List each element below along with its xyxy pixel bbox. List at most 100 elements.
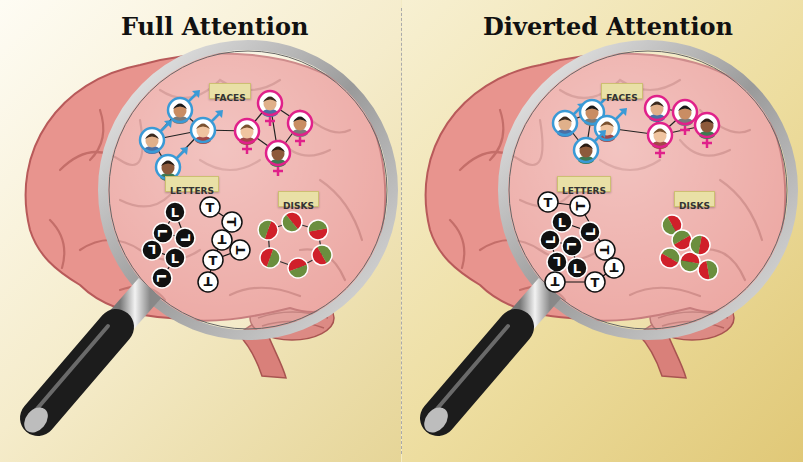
face-icon	[695, 113, 719, 148]
face-hair	[600, 122, 614, 128]
letter-circle-white	[203, 250, 223, 270]
female-symbol	[295, 140, 305, 143]
male-arrowhead	[192, 90, 200, 98]
letter-glyph: T	[198, 272, 218, 292]
face-ring	[168, 98, 192, 122]
letter-glyph: T	[538, 192, 558, 212]
panel-title: Full Attention	[121, 12, 308, 42]
magnifier-right	[419, 45, 793, 437]
letter-circle-white	[222, 212, 242, 232]
letter-circle-black	[165, 248, 185, 268]
letter-circle-black	[142, 240, 162, 260]
letter-glyph: T	[212, 230, 232, 250]
disk-rim	[656, 244, 683, 271]
face-hair	[145, 134, 159, 140]
tag-text: LETTERS	[562, 185, 606, 197]
letter-glyph: T	[230, 240, 250, 260]
tag-text: DISKS	[679, 200, 710, 212]
letter-glyph: T	[203, 250, 223, 270]
network-layer	[140, 90, 720, 292]
tag-text: DISKS	[283, 200, 314, 212]
face-hair	[240, 125, 254, 131]
disk	[257, 245, 283, 271]
face-hair	[271, 147, 285, 153]
face-hair	[678, 106, 692, 112]
letter-glyph: L	[552, 212, 572, 232]
letter-glyph: L	[153, 223, 173, 243]
face-ring	[574, 138, 598, 162]
tag-text: LETTERS	[170, 185, 214, 197]
face-icon	[574, 130, 606, 164]
face-skin	[580, 145, 593, 158]
disk-rim	[696, 258, 719, 281]
female-symbol	[680, 129, 690, 132]
letter-glyph: L	[547, 252, 567, 272]
letter-circle-white	[545, 272, 565, 292]
face-skin	[272, 148, 285, 161]
panel-divider	[401, 8, 402, 454]
male-arrowhead	[598, 130, 606, 138]
face-ring	[288, 111, 312, 135]
face-icon	[168, 90, 200, 124]
letter-circle-white	[595, 240, 615, 260]
face-ring	[645, 96, 669, 120]
disk-rim	[688, 233, 711, 256]
face-ring	[258, 91, 282, 115]
male-arrowhead	[180, 147, 188, 155]
letter-glyph: T	[222, 212, 242, 232]
face-skin	[197, 125, 210, 138]
face-hair	[585, 106, 599, 112]
face-skin	[294, 118, 307, 131]
male-arrowhead	[164, 120, 172, 128]
letter-circle-white	[198, 272, 218, 292]
letter-circle-black	[153, 223, 173, 243]
letter-circle-white	[212, 230, 232, 250]
face-skin	[651, 103, 664, 116]
face-ring	[235, 119, 259, 143]
letter-glyph: T	[604, 258, 624, 278]
face-icon	[266, 141, 290, 176]
face-skin	[654, 130, 667, 143]
letter-circle-white	[200, 197, 220, 217]
face-hair	[263, 97, 277, 103]
face-hair	[173, 104, 187, 110]
letter-circle-black	[165, 202, 185, 222]
category-tag: DISKS	[674, 191, 715, 207]
letter-glyph: L	[165, 202, 185, 222]
face-hair	[653, 129, 667, 135]
face-icon	[140, 120, 172, 154]
face-ring	[648, 123, 672, 147]
face-skin	[162, 162, 175, 175]
letter-glyph: T	[595, 240, 615, 260]
face-ring	[266, 141, 290, 165]
letter-circle-white	[604, 258, 624, 278]
female-symbol	[273, 170, 283, 173]
letter-circle-black	[540, 230, 560, 250]
letter-glyph: L	[165, 248, 185, 268]
face-hair	[579, 144, 593, 150]
face-hair	[293, 117, 307, 123]
face-hair	[161, 161, 175, 167]
face-skin	[174, 105, 187, 118]
letter-glyph: L	[142, 240, 162, 260]
face-skin	[679, 107, 692, 120]
letter-circle-black	[562, 236, 582, 256]
face-icon	[235, 119, 259, 154]
disk	[688, 233, 711, 256]
letter-glyph: T	[585, 272, 605, 292]
face-skin	[241, 126, 254, 139]
face-hair	[700, 119, 714, 125]
letter-glyph: L	[152, 268, 172, 288]
letter-glyph: T	[570, 196, 590, 216]
letter-glyph: T	[545, 272, 565, 292]
category-tag: FACES	[209, 83, 251, 99]
disk-rim	[255, 217, 281, 243]
letter-glyph: L	[175, 228, 195, 248]
letter-circle-white	[585, 272, 605, 292]
face-ring	[191, 118, 215, 142]
magnifier-left	[19, 45, 393, 437]
letter-glyph: L	[580, 222, 600, 242]
letter-circle-black	[580, 222, 600, 242]
disk	[696, 258, 719, 281]
